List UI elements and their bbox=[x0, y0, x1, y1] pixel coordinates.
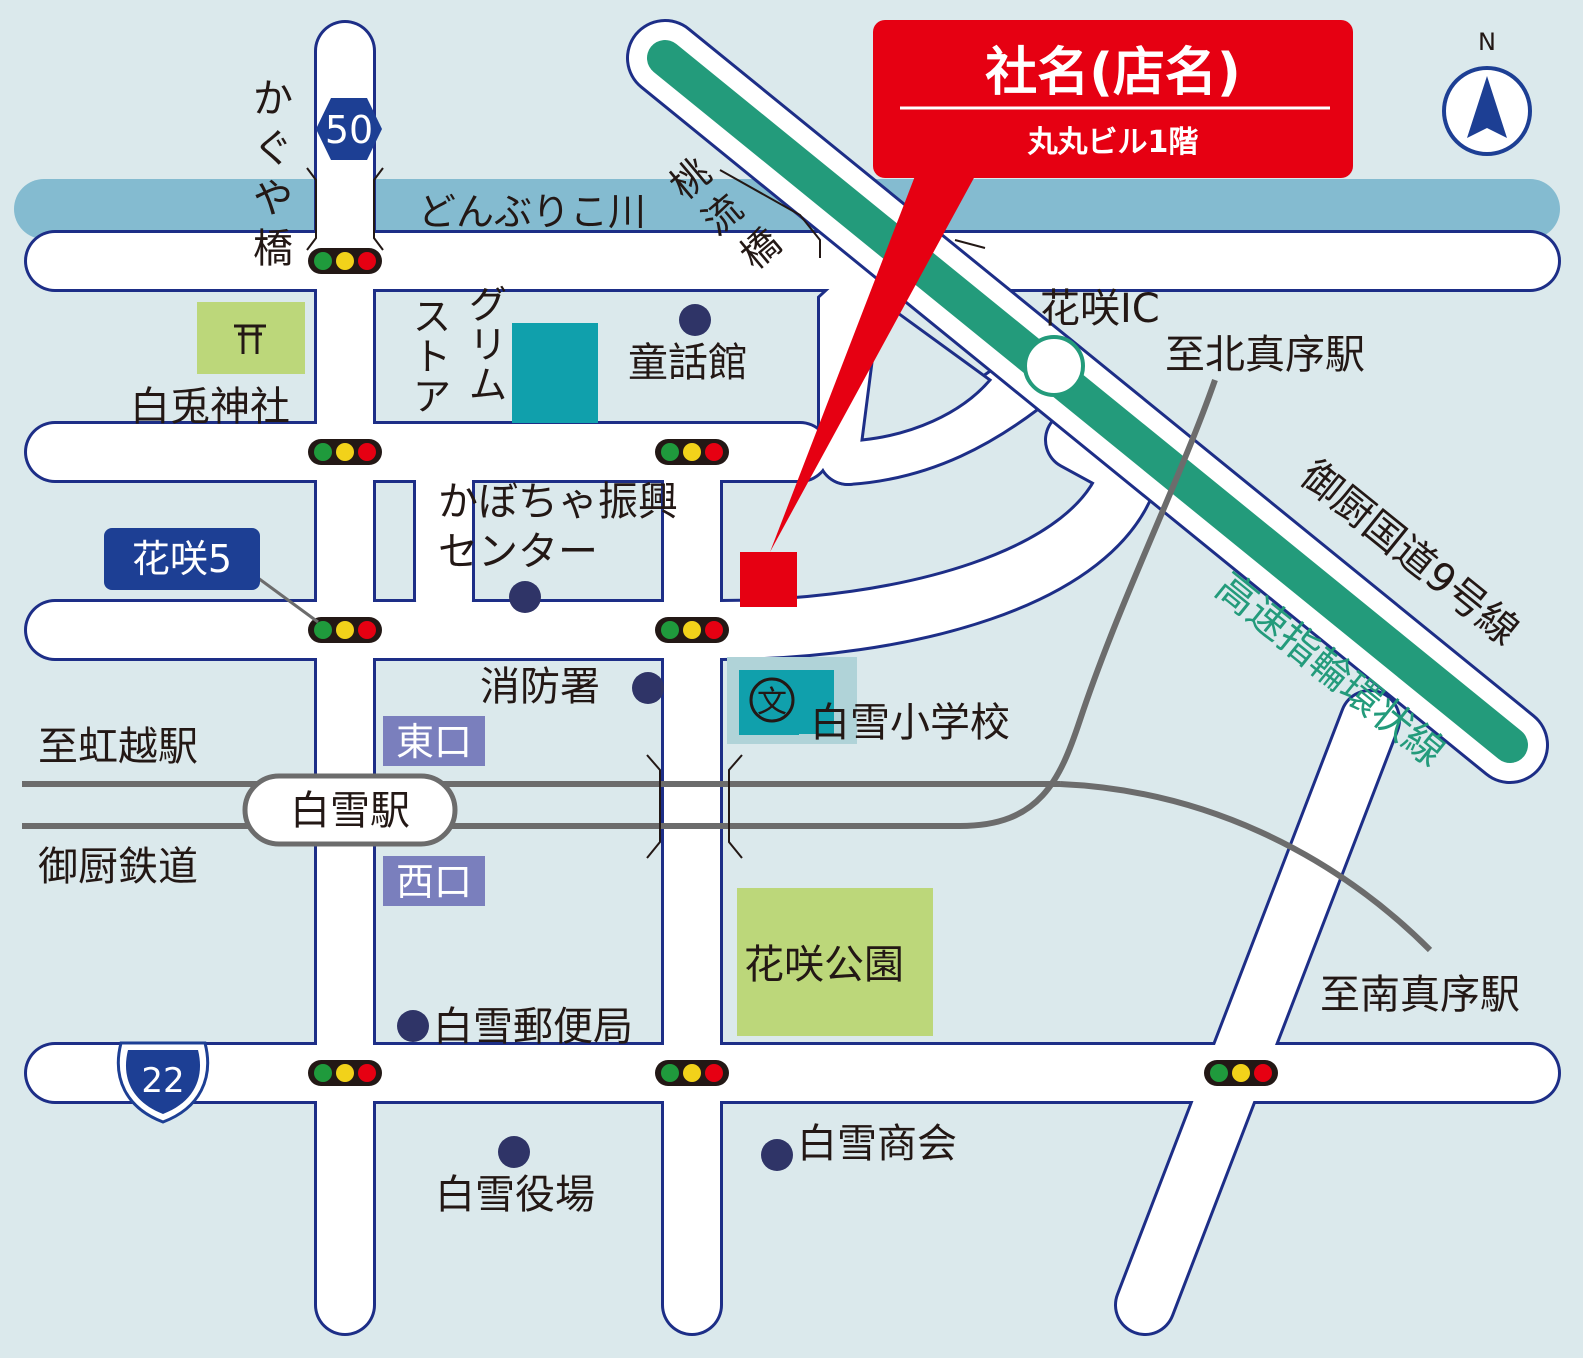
fairy-hall-label: 童話館 bbox=[628, 340, 748, 386]
bridge-marks bbox=[306, 167, 986, 258]
park-block bbox=[737, 888, 933, 1036]
commerce-dot bbox=[761, 1139, 793, 1171]
svg-text:ア: ア bbox=[413, 375, 451, 419]
svg-text:花咲5: 花咲5 bbox=[132, 537, 232, 581]
svg-text:22: 22 bbox=[141, 1061, 184, 1101]
traffic-light bbox=[308, 617, 382, 643]
poi-dots bbox=[397, 304, 793, 1171]
svg-text:50: 50 bbox=[325, 108, 373, 152]
expressway bbox=[626, 19, 1549, 784]
south-station-direction: 至南真序駅 bbox=[1320, 972, 1520, 1018]
traffic-light bbox=[655, 617, 729, 643]
svg-text:グ: グ bbox=[469, 283, 507, 327]
intersection-label: 花咲5 bbox=[104, 528, 319, 624]
company-name: 社名(店名) bbox=[985, 43, 1241, 103]
svg-text:や: や bbox=[253, 176, 293, 222]
ic-loop-island bbox=[860, 297, 993, 442]
compass: N bbox=[1442, 28, 1532, 156]
park-label: 花咲公園 bbox=[744, 942, 904, 988]
school-icon: 文 bbox=[749, 677, 795, 723]
shrine-block bbox=[197, 302, 305, 374]
svg-text:ぐ: ぐ bbox=[253, 126, 293, 172]
store-block bbox=[512, 323, 598, 423]
route-shield-50: 50 bbox=[316, 98, 382, 160]
company-callout: 社名(店名) 丸丸ビル1階 bbox=[770, 20, 1353, 552]
commerce-label: 白雪商会 bbox=[797, 1121, 957, 1167]
interchange-label: 花咲IC bbox=[1040, 286, 1160, 332]
road-fills bbox=[27, 23, 1558, 1333]
interchange-circle bbox=[1023, 335, 1085, 397]
traffic-light bbox=[308, 248, 382, 274]
west-exit-label: 西口 bbox=[396, 860, 472, 904]
school-label: 白雪小学校 bbox=[810, 700, 1010, 746]
route-shield-22: 22 bbox=[116, 1041, 210, 1124]
fire-station-dot bbox=[632, 672, 664, 704]
traffic-light bbox=[655, 1060, 729, 1086]
svg-text:文: 文 bbox=[757, 685, 787, 720]
svg-text:ス: ス bbox=[413, 295, 451, 339]
north-station-direction: 至北真序駅 bbox=[1165, 332, 1365, 378]
traffic-light bbox=[308, 1060, 382, 1086]
railway bbox=[22, 379, 1433, 953]
svg-text:ト: ト bbox=[413, 335, 451, 379]
east-exit-label: 東口 bbox=[396, 720, 472, 764]
river bbox=[14, 179, 1560, 239]
fire-station-label: 消防署 bbox=[480, 664, 600, 710]
store-label-line1: グリム bbox=[469, 283, 507, 407]
west-exit-badge bbox=[383, 856, 485, 906]
traffic-light bbox=[655, 439, 729, 465]
traffic-light bbox=[1204, 1060, 1278, 1086]
traffic-lights bbox=[308, 248, 1278, 1086]
river-name: どんぶりこ川 bbox=[418, 190, 646, 234]
post-office-label: 白雪郵便局 bbox=[433, 1004, 633, 1050]
station-name: 白雪駅 bbox=[290, 788, 410, 834]
svg-text:ム: ム bbox=[469, 363, 507, 407]
west-station-direction: 至虹越駅 bbox=[38, 724, 198, 770]
svg-text:橋: 橋 bbox=[253, 226, 293, 272]
company-address: 丸丸ビル1階 bbox=[1027, 125, 1199, 160]
fairy-hall-dot bbox=[679, 304, 711, 336]
east-exit-badge bbox=[383, 716, 485, 766]
town-hall-dot bbox=[498, 1136, 530, 1168]
company-location-marker bbox=[740, 552, 797, 607]
traffic-light bbox=[308, 439, 382, 465]
store-label-line2: ストア bbox=[413, 295, 451, 419]
town-hall-label: 白雪役場 bbox=[435, 1172, 595, 1218]
station-badge: 白雪駅 bbox=[242, 773, 458, 847]
svg-text:か: か bbox=[253, 76, 293, 122]
railway-name: 御厨鉄道 bbox=[38, 844, 198, 890]
pumpkin-center-line1: かぼちゃ振興 bbox=[438, 479, 678, 525]
pumpkin-center-dot bbox=[509, 581, 541, 613]
shrine-label: 白兎神社 bbox=[130, 384, 290, 430]
post-office-dot bbox=[397, 1010, 429, 1042]
pumpkin-center-line2: センター bbox=[438, 529, 598, 575]
svg-text:リ: リ bbox=[469, 323, 507, 367]
torii-icon bbox=[234, 324, 266, 354]
compass-label: N bbox=[1478, 28, 1496, 56]
rail-underpass-marks bbox=[646, 754, 743, 859]
